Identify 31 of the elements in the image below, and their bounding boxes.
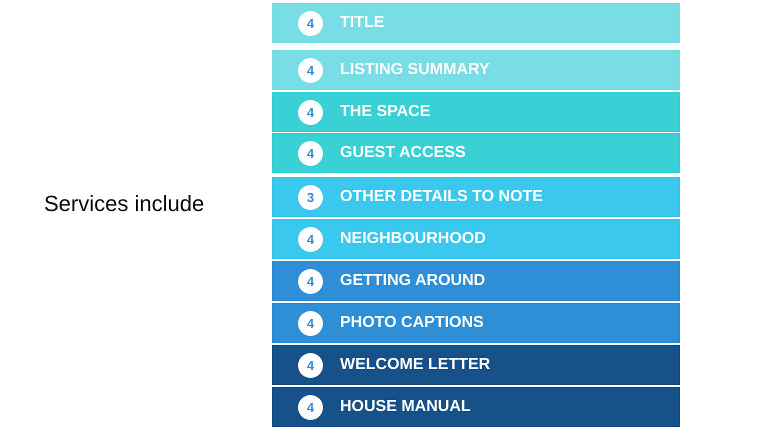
number-circle: 4 bbox=[298, 11, 323, 36]
band bbox=[272, 261, 680, 301]
band-title: LISTING SUMMARY bbox=[340, 61, 490, 79]
number-circle: 4 bbox=[298, 58, 323, 83]
band-title: HOUSE MANUAL bbox=[340, 398, 471, 416]
side-label: Services include bbox=[44, 191, 204, 217]
band bbox=[272, 387, 680, 427]
number-circle: 3 bbox=[298, 185, 323, 210]
band-title: NEIGHBOURHOOD bbox=[340, 230, 486, 248]
number-circle: 4 bbox=[298, 395, 323, 420]
number-circle: 4 bbox=[298, 227, 323, 252]
number-circle: 4 bbox=[298, 141, 323, 166]
band-title: GUEST ACCESS bbox=[340, 144, 466, 162]
band bbox=[272, 92, 680, 132]
number-circle: 4 bbox=[298, 353, 323, 378]
number-circle: 4 bbox=[298, 269, 323, 294]
number-circle: 4 bbox=[298, 311, 323, 336]
band-title: GETTING AROUND bbox=[340, 272, 486, 290]
band-title: PHOTO CAPTIONS bbox=[340, 314, 484, 332]
band-title: THE SPACE bbox=[340, 103, 430, 121]
band bbox=[272, 50, 680, 90]
band bbox=[272, 219, 680, 259]
band-title: OTHER DETAILS TO NOTE bbox=[340, 188, 543, 206]
band bbox=[272, 345, 680, 385]
band bbox=[272, 303, 680, 343]
band bbox=[272, 3, 680, 43]
band-title: WELCOME LETTER bbox=[340, 356, 490, 374]
number-circle: 4 bbox=[298, 100, 323, 125]
band bbox=[272, 133, 680, 173]
band bbox=[272, 177, 680, 217]
band-title: TITLE bbox=[340, 14, 384, 32]
